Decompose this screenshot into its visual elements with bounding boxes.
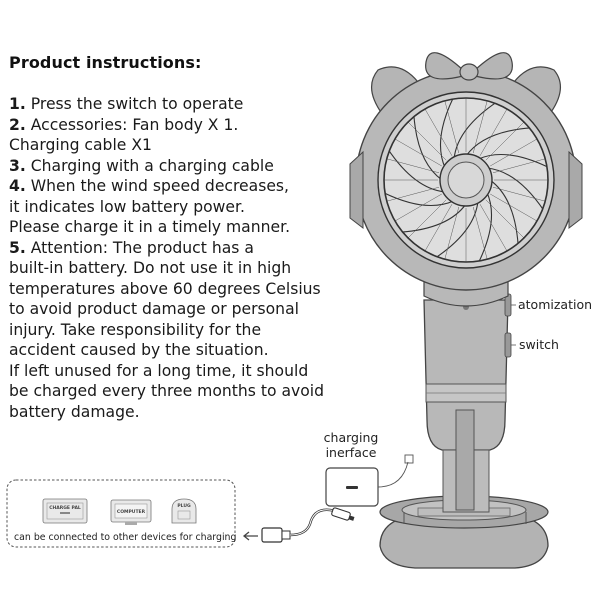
devices-caption: can be connected to other devices for ch… bbox=[14, 532, 237, 543]
item-text: Press the switch to operate bbox=[30, 95, 244, 113]
bow-decoration bbox=[425, 52, 513, 81]
fan-blade bbox=[384, 191, 455, 207]
fan-blade bbox=[465, 127, 532, 157]
item-text: Charging with a charging cable bbox=[30, 156, 274, 175]
fan-grille-spoke bbox=[424, 204, 453, 252]
fan-grille-spoke bbox=[492, 186, 546, 202]
charge-pal-label: CHARGE PAL bbox=[49, 505, 81, 511]
instruction-item-1: 1. Press the switch to operate bbox=[9, 94, 379, 115]
fan-blade bbox=[453, 101, 498, 160]
switch-label: switch bbox=[519, 337, 559, 352]
fan-grille-spoke bbox=[485, 121, 525, 161]
fan-grille-spoke bbox=[472, 206, 488, 260]
fan-blade bbox=[489, 179, 519, 246]
instructions-list: 1. Press the switch to operate 2. Access… bbox=[9, 94, 379, 422]
fan-handle bbox=[423, 293, 512, 513]
fan-grille-spoke bbox=[386, 186, 440, 202]
charging-interface-label-line1: charging bbox=[323, 430, 379, 445]
instruction-item-2-cont: Charging cable X1 bbox=[9, 136, 152, 154]
fan-blade bbox=[477, 191, 493, 262]
computer-label: COMPUTER bbox=[117, 509, 146, 515]
item-number: 2. bbox=[9, 115, 26, 134]
fan-blade bbox=[400, 203, 467, 233]
charging-cable bbox=[242, 507, 355, 543]
instruction-item-5-cont: battery damage. bbox=[9, 402, 140, 421]
fan-grille-spoke bbox=[407, 121, 447, 161]
fan-grille-spoke bbox=[444, 100, 460, 154]
fan-grille-spoke bbox=[424, 108, 453, 156]
fan-grille-spoke bbox=[444, 206, 460, 260]
fan-blades bbox=[384, 98, 548, 262]
fan-grille-spoke bbox=[492, 158, 546, 174]
instruction-item-3: 3. Charging with a charging cable bbox=[9, 156, 379, 177]
instruction-item-5-cont: built-in battery. Do not use it in high bbox=[9, 259, 292, 277]
fan-blade bbox=[439, 98, 455, 169]
item-text: When the wind speed decreases, bbox=[30, 177, 290, 195]
fan-blade bbox=[387, 148, 446, 193]
plug-label: PLUG bbox=[177, 503, 191, 509]
item-number: 3. bbox=[9, 156, 26, 175]
fan-blade bbox=[477, 153, 548, 169]
fan-grille-spoke bbox=[485, 199, 525, 239]
fan-grille-spoke bbox=[479, 108, 508, 156]
fan-blade bbox=[434, 200, 479, 259]
instruction-item-4-cont: Please charge it in a timely manner. bbox=[9, 218, 291, 236]
computer-device: COMPUTER bbox=[110, 499, 152, 525]
instruction-item-5-cont: be charged every three months to avoid bbox=[9, 382, 325, 400]
fan-blade bbox=[413, 114, 443, 181]
item-text: Attention: The product has a bbox=[30, 238, 254, 257]
instruction-item-4: 4. When the wind speed decreases, bbox=[9, 176, 379, 197]
devices-box: CHARGE PAL COMPUTER PLUG bbox=[6, 479, 236, 548]
charging-interface-inset bbox=[325, 454, 414, 507]
instruction-item-5-cont: to avoid product damage or personal bbox=[9, 300, 299, 318]
fan-head bbox=[349, 66, 583, 307]
fan-grille-spoke bbox=[472, 100, 488, 154]
fan-grille-spoke bbox=[394, 193, 442, 222]
item-number: 5. bbox=[9, 238, 26, 257]
fan-grille-spoke bbox=[407, 199, 447, 239]
item-number: 4. bbox=[9, 177, 26, 195]
item-number: 1. bbox=[9, 95, 26, 113]
atomization-label: atomization bbox=[518, 297, 593, 312]
instruction-item-5: 5. Attention: The product has a bbox=[9, 238, 379, 259]
instruction-item-2: 2. Accessories: Fan body X 1. bbox=[9, 115, 379, 136]
instruction-item-5-cont: injury. Take responsibility for the bbox=[9, 320, 262, 339]
charging-interface-label-line2: inerface bbox=[325, 445, 377, 460]
instruction-item-5-cont: temperatures above 60 degrees Celsius bbox=[9, 279, 321, 298]
fan-grille-spoke bbox=[386, 158, 440, 174]
instruction-item-4-cont: it indicates low battery power. bbox=[9, 197, 245, 216]
charging-interface-label: charging inerface bbox=[318, 430, 384, 460]
item-text: Accessories: Fan body X 1. bbox=[30, 115, 239, 134]
instruction-item-5-cont: accident caused by the situation. bbox=[9, 341, 269, 359]
plug-device: PLUG bbox=[171, 498, 197, 524]
fan-grille-spoke bbox=[490, 193, 538, 222]
fan-grille-spoke bbox=[394, 138, 442, 167]
charge-pal-device: CHARGE PAL bbox=[42, 498, 88, 524]
instructions-title: Product instructions: bbox=[9, 53, 202, 72]
fan-grille-spoke bbox=[490, 138, 538, 167]
fan-grille-spoke bbox=[479, 204, 508, 252]
instruction-item-5-cont: If left unused for a long time, it shoul… bbox=[9, 361, 309, 380]
fan-blade bbox=[486, 167, 545, 212]
